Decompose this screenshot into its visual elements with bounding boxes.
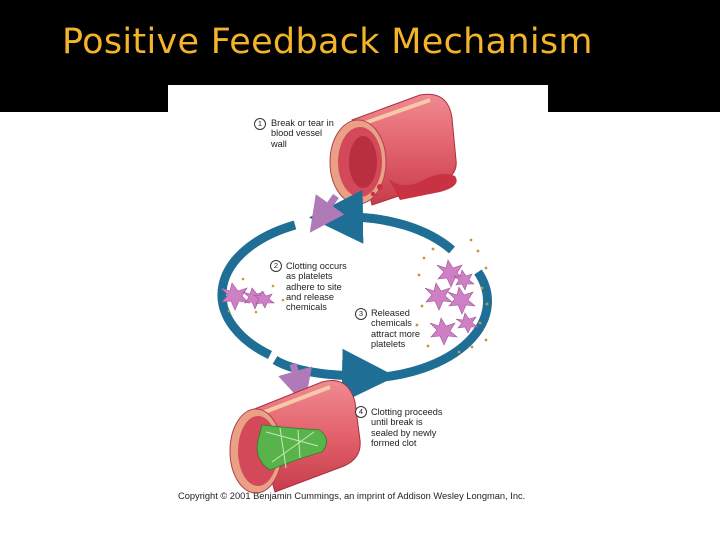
step-2-number: 2 [270, 260, 282, 272]
cycle-arrow-right [369, 269, 492, 383]
figure-panel-top [168, 85, 548, 113]
cycle-arrow-top [309, 189, 455, 254]
step-4-number: 4 [355, 406, 367, 418]
chemical-dots-left [227, 277, 285, 314]
chemical-dots-right [415, 238, 489, 354]
step-1-label: Break or tear in blood vessel wall [271, 118, 334, 149]
slide-title: Positive Feedback Mechanism [62, 22, 593, 62]
step-4-label: Clotting proceeds until break is sealed … [371, 407, 443, 448]
clotted-vessel-image [229, 380, 361, 494]
cycle-arrow-left [217, 220, 297, 360]
step-1-number: 1 [254, 118, 266, 130]
torn-vessel-image [329, 93, 457, 206]
step-arrow-3 [278, 363, 312, 405]
cycle-arrow-bottom-left [272, 348, 396, 403]
step-arrow-1 [309, 193, 345, 233]
copyright-notice: Copyright © 2001 Benjamin Cummings, an i… [178, 491, 526, 501]
platelets-right [424, 259, 479, 346]
step-3-number: 3 [355, 308, 367, 320]
step-2-label: Clotting occurs as platelets adhere to s… [286, 261, 347, 313]
step-3-label: Released chemicals attract more platelet… [371, 308, 421, 349]
platelets-left [220, 282, 275, 311]
